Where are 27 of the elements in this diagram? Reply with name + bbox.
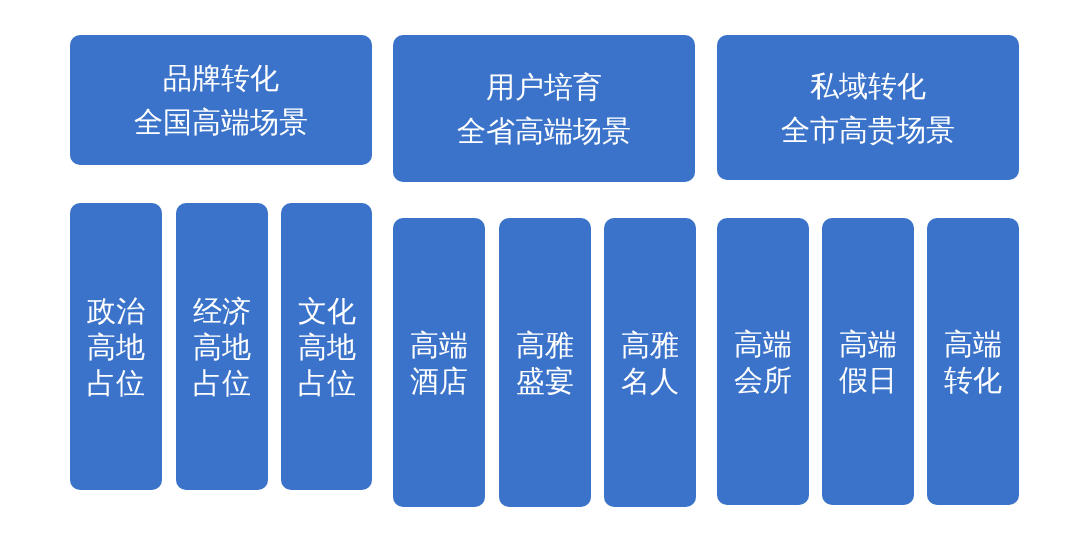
item-box (822, 218, 914, 505)
item-text: 高端酒店 (409, 326, 469, 399)
item-box (604, 218, 696, 507)
item-text: 文化高地占位 (296, 292, 357, 401)
item-text: 高雅名人 (620, 326, 680, 399)
item-text: 高端转化 (943, 325, 1003, 398)
category-box (70, 35, 372, 165)
item-text: 高端会所 (733, 325, 793, 398)
category-title: 私域转化 (810, 67, 926, 105)
category-subtitle: 全国高端场景 (134, 104, 308, 141)
item-box (176, 203, 268, 490)
category-title: 品牌转化 (163, 60, 279, 97)
item-box (499, 218, 591, 507)
item-box (393, 218, 485, 507)
item-box (281, 203, 372, 490)
item-text: 高雅盛宴 (515, 326, 575, 399)
category-subtitle: 全市高贵场景 (781, 111, 955, 149)
category-subtitle: 全省高端场景 (457, 112, 631, 150)
category-box (393, 35, 695, 182)
item-text: 经济高地占位 (192, 292, 252, 401)
item-text: 高端假日 (838, 325, 898, 398)
item-box (70, 203, 162, 490)
item-box (717, 218, 809, 505)
item-box (927, 218, 1019, 505)
category-box (717, 35, 1019, 180)
item-text: 政治高地占位 (86, 292, 146, 401)
category-title: 用户培育 (486, 68, 602, 106)
